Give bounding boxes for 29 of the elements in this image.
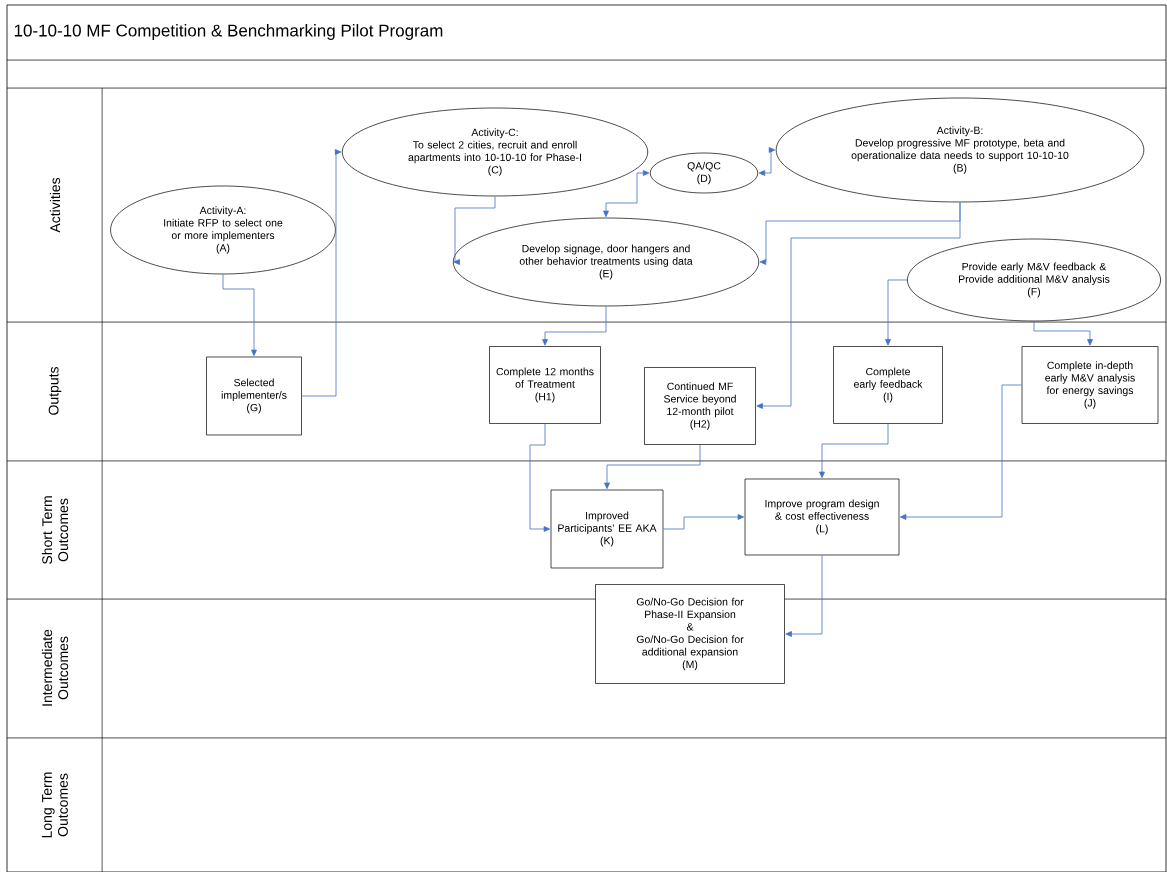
process-box: Selected implementer/s (G) xyxy=(206,356,302,436)
arrow xyxy=(222,273,257,357)
arrow xyxy=(604,444,701,490)
arrow xyxy=(453,195,496,265)
arrow xyxy=(1033,320,1093,346)
arrow xyxy=(758,147,776,176)
lane-label: Outputs xyxy=(48,367,62,415)
lane-label: Short Term Outcomes xyxy=(41,496,69,564)
arrow xyxy=(899,384,1023,520)
arrow xyxy=(301,149,342,397)
process-box: Continued MF Service beyond 12-month pilot (H2) xyxy=(644,367,756,445)
arrow xyxy=(819,423,889,479)
arrow xyxy=(529,423,551,532)
process-box: Complete in-depth early M&V analysis for energy savings (J) xyxy=(1021,346,1159,424)
arrow xyxy=(662,514,745,530)
lane-label: Activities xyxy=(49,177,61,233)
arrow xyxy=(542,305,607,346)
lane-label: Long Term Outcomes xyxy=(42,772,68,838)
arrow xyxy=(603,170,650,218)
arrow xyxy=(756,201,961,409)
arrow xyxy=(885,279,908,346)
lane-label: Intermediate Outcomes xyxy=(41,629,69,706)
title: 10-10-10 MF Competition & Benchmarking Pilot Program xyxy=(14,24,443,40)
process-box: Go/No-Go Decision for Phase-II Expansion & Go/No-Go Decision for additional expansion (M) xyxy=(595,584,785,684)
process-box: Complete 12 months of Treatment (H1) xyxy=(489,346,601,424)
process-box: Complete early feedback (I) xyxy=(833,346,943,424)
process-box: Improve program design & cost effectiveness (L) xyxy=(744,478,900,556)
process-box: Improved Participants’ EE AKA (K) xyxy=(550,489,664,569)
arrow xyxy=(785,554,823,637)
